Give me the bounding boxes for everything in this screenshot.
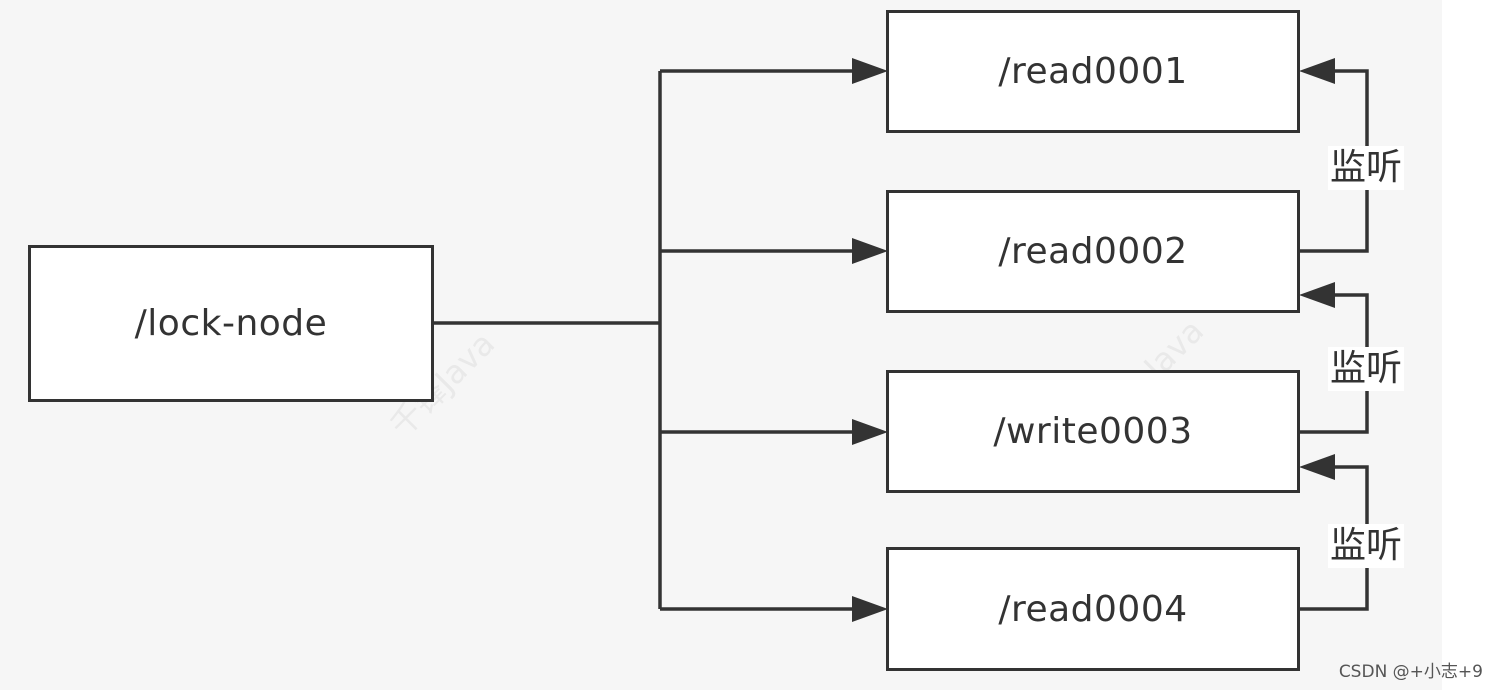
arrowhead-read0001 xyxy=(852,58,888,84)
read0002-label: /read0002 xyxy=(998,231,1188,272)
arrowhead-read0002 xyxy=(852,238,888,264)
read0004-box: /read0004 xyxy=(886,547,1300,671)
listen-label-1: 监听 xyxy=(1328,146,1405,190)
lock-node-label: /lock-node xyxy=(134,303,328,344)
read0004-label: /read0004 xyxy=(998,588,1188,630)
read0001-label: /read0001 xyxy=(998,51,1188,92)
listen-arrowhead-2 xyxy=(1299,282,1335,308)
listen-arrowhead-1 xyxy=(1299,58,1335,84)
read0001-box: /read0001 xyxy=(886,10,1300,133)
arrowhead-read0004 xyxy=(852,596,888,622)
listen-arrowhead-3 xyxy=(1299,454,1335,480)
write0003-label: /write0003 xyxy=(993,411,1193,452)
read0002-box: /read0002 xyxy=(886,190,1300,313)
source-credit: CSDN @+小志+9 xyxy=(1338,662,1483,682)
arrowhead-write0003 xyxy=(852,419,888,445)
lock-node-box: /lock-node xyxy=(28,245,434,402)
listen-label-2: 监听 xyxy=(1328,347,1405,391)
listen-label-3: 监听 xyxy=(1328,524,1405,568)
write0003-box: /write0003 xyxy=(886,370,1300,493)
